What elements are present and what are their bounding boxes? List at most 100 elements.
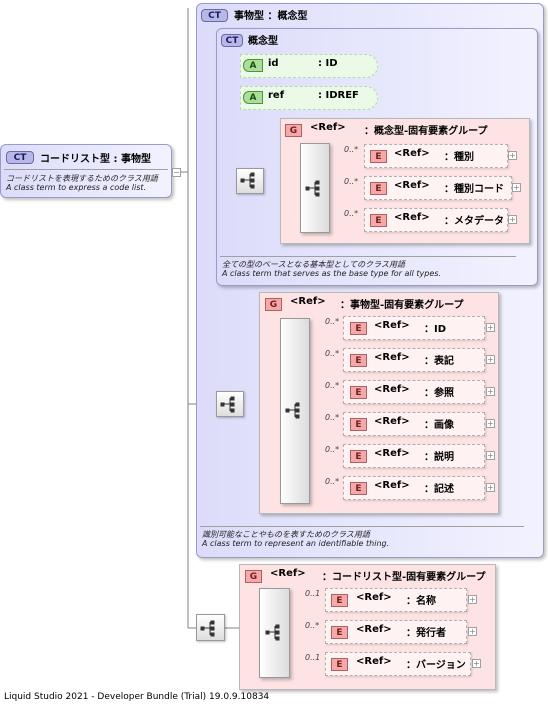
element-name: ：バージョン <box>406 660 466 671</box>
element-icon: E <box>331 626 348 639</box>
element-ref: <Ref> <box>394 212 430 223</box>
element-name: ：表記 <box>424 356 454 367</box>
element-name: ：画像 <box>424 420 454 431</box>
element-icon: E <box>331 594 348 607</box>
attribute-type: : ID <box>318 58 338 69</box>
cardinality: 0..* <box>325 381 340 390</box>
complex-type-icon: CT <box>6 151 34 164</box>
element-icon: E <box>331 658 348 671</box>
element-icon: E <box>350 450 367 463</box>
element-name: ：参照 <box>424 388 454 399</box>
element-ref: <Ref> <box>374 448 410 459</box>
element-ref: <Ref> <box>356 592 392 603</box>
group-icon: G <box>265 298 282 311</box>
cardinality: 0..* <box>305 621 320 630</box>
element-shubetsu[interactable] <box>364 144 508 168</box>
cardinality: 0..1 <box>305 589 321 598</box>
expand-button[interactable]: + <box>486 323 495 332</box>
cardinality: 0..* <box>325 413 340 422</box>
expand-button[interactable]: + <box>486 355 495 364</box>
root-title: コードリスト型 : 事物型 <box>40 154 151 165</box>
sequence-compositor[interactable] <box>259 588 290 678</box>
complex-type-icon: CT <box>201 9 228 22</box>
expand-button[interactable]: + <box>486 387 495 396</box>
cardinality: 0..* <box>344 177 359 186</box>
sequence-connector[interactable] <box>196 614 225 641</box>
element-name: ：記述 <box>424 484 454 495</box>
element-ref: <Ref> <box>394 180 430 191</box>
cardinality: 0..* <box>344 145 359 154</box>
element-shubetsu-code[interactable] <box>364 176 512 200</box>
footer-credit: Liquid Studio 2021 - Developer Bundle (T… <box>4 692 270 702</box>
cardinality: 0..* <box>344 209 359 218</box>
expand-button[interactable]: + <box>512 183 521 192</box>
element-icon: E <box>350 482 367 495</box>
expand-button[interactable]: + <box>486 419 495 428</box>
sequence-compositor[interactable] <box>300 143 330 233</box>
group-icon: G <box>285 124 302 137</box>
sequence-connector[interactable] <box>216 391 244 417</box>
gainen-title: 概念型 <box>248 36 278 47</box>
attribute-name: ref <box>268 90 285 101</box>
root-doc-en: A class term to express a code list. <box>6 183 147 192</box>
element-icon: E <box>370 214 387 227</box>
element-name: ：説明 <box>424 452 454 463</box>
group-ref: <Ref> <box>290 296 326 307</box>
attribute-id[interactable] <box>240 54 378 78</box>
element-hakkosha[interactable] <box>325 620 467 644</box>
element-ref: <Ref> <box>374 320 410 331</box>
attribute-ref[interactable] <box>240 86 378 110</box>
element-ref: <Ref> <box>374 416 410 427</box>
cardinality: 0..* <box>325 349 340 358</box>
element-icon: E <box>350 354 367 367</box>
element-ref: <Ref> <box>374 384 410 395</box>
element-meisho[interactable] <box>325 588 467 612</box>
element-icon: E <box>350 418 367 431</box>
jibutsu-doc-ja: 識別可能なことやものを表すためのクラス用語 <box>202 530 370 539</box>
root-collapse-button[interactable]: − <box>172 168 181 177</box>
element-name: ：種別コード <box>444 184 504 195</box>
element-ref: <Ref> <box>356 624 392 635</box>
group-ref: <Ref> <box>270 568 306 579</box>
expand-button[interactable]: + <box>508 151 517 160</box>
attribute-icon: A <box>243 91 263 104</box>
cardinality: 0..* <box>325 477 340 486</box>
gainen-doc-ja: 全ての型のベースとなる基本型としてのクラス用語 <box>222 260 405 269</box>
jibutsu-doc-en: A class term to represent an identifiabl… <box>202 539 390 548</box>
attribute-name: id <box>268 58 279 69</box>
complex-type-icon: CT <box>221 34 243 47</box>
element-icon: E <box>350 322 367 335</box>
sequence-compositor[interactable] <box>280 318 310 504</box>
element-metadata[interactable] <box>364 208 508 232</box>
expand-button[interactable]: + <box>486 483 495 492</box>
group-icon: G <box>245 570 262 583</box>
expand-button[interactable]: + <box>486 451 495 460</box>
element-name: ：ID <box>424 324 447 335</box>
element-name: ：メタデータ <box>444 216 504 227</box>
element-icon: E <box>370 150 387 163</box>
expand-button[interactable]: + <box>468 627 477 636</box>
element-ref: <Ref> <box>374 480 410 491</box>
sequence-connector[interactable] <box>236 168 264 194</box>
jibutsu-title: 事物型 ：概念型 <box>234 11 308 22</box>
element-icon: E <box>350 386 367 399</box>
attribute-icon: A <box>243 59 263 72</box>
attribute-type: : IDREF <box>318 90 359 101</box>
element-icon: E <box>370 182 387 195</box>
cardinality: 0..1 <box>305 653 321 662</box>
expand-button[interactable]: + <box>508 215 517 224</box>
element-name: ：種別 <box>444 152 474 163</box>
element-ref: <Ref> <box>374 352 410 363</box>
expand-button[interactable]: + <box>468 595 477 604</box>
group-name: ：概念型-固有要素グループ <box>364 126 488 137</box>
element-version[interactable] <box>325 652 471 676</box>
gainen-doc-en: A class term that serves as the base typ… <box>222 269 441 278</box>
group-ref: <Ref> <box>310 122 346 133</box>
group-name: ：コードリスト型-固有要素グループ <box>322 572 486 583</box>
element-ref: <Ref> <box>356 656 392 667</box>
group-name: ：事物型-固有要素グループ <box>340 300 464 311</box>
element-name: ：名称 <box>406 596 436 607</box>
expand-button[interactable]: + <box>472 659 481 668</box>
element-name: ：発行者 <box>406 628 446 639</box>
root-doc-ja: コードリストを表現するためのクラス用語 <box>6 174 158 183</box>
